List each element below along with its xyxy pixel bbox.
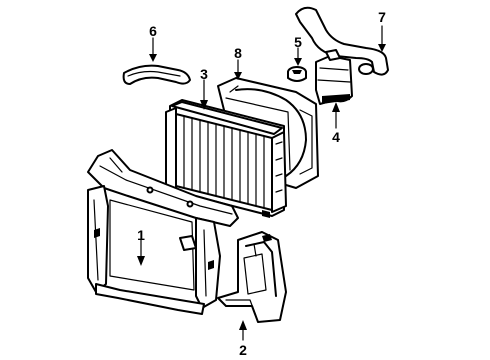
- radiator-cap: [287, 66, 307, 82]
- callout-7: 7: [378, 9, 386, 25]
- callout-6: 6: [149, 23, 157, 39]
- arrowhead-3: [200, 100, 208, 110]
- arrowhead-6: [149, 54, 157, 62]
- air-deflector: [217, 231, 287, 323]
- callout-4: 4: [332, 129, 340, 145]
- radiator-support: [87, 149, 239, 315]
- arrowhead-8: [234, 72, 242, 80]
- coolant-reservoir: [315, 49, 353, 105]
- leader-lines: [137, 25, 386, 341]
- callout-2: 2: [239, 342, 247, 358]
- callout-8: 8: [234, 45, 242, 61]
- callout-3: 3: [200, 66, 208, 82]
- callout-labels: 1 2 3 4 5 6 7 8: [137, 9, 386, 358]
- arrowhead-1: [137, 256, 145, 266]
- fan-shroud: [217, 77, 319, 189]
- callout-5: 5: [294, 34, 302, 50]
- arrowhead-7: [378, 44, 386, 52]
- hose-clamp: [358, 63, 374, 75]
- arrowhead-4: [332, 102, 340, 112]
- radiator-fins: [183, 115, 265, 209]
- upper-hose: [122, 64, 191, 85]
- arrowhead-5: [294, 58, 302, 66]
- radiator: [165, 99, 287, 218]
- callout-1: 1: [137, 227, 145, 243]
- arrowhead-2: [239, 320, 247, 330]
